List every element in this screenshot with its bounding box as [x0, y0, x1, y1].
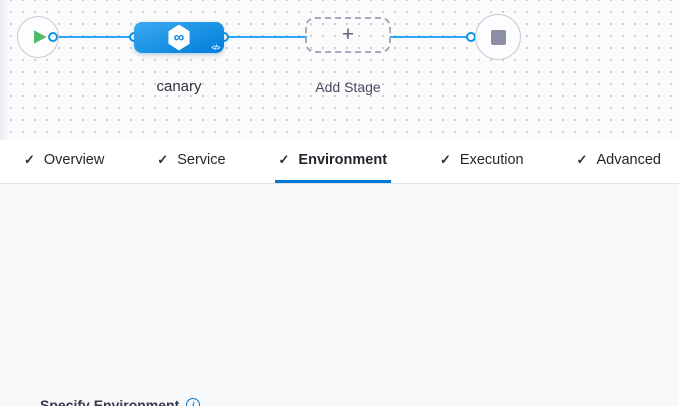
- tab-service[interactable]: ✓ Service: [153, 140, 229, 183]
- check-icon: ✓: [157, 152, 169, 167]
- stage-node-canary[interactable]: ∞ </>: [134, 22, 224, 53]
- tab-label: Service: [177, 152, 226, 168]
- specify-environment-label-row: Specify Environment i: [40, 397, 201, 406]
- pipeline-canvas[interactable]: ∞ </> canary + Add Stage: [0, 0, 679, 140]
- plus-icon: +: [341, 22, 355, 46]
- pipeline-end-node[interactable]: [475, 14, 521, 60]
- check-icon: ✓: [278, 152, 290, 167]
- tab-environment[interactable]: ✓ Environment: [274, 140, 392, 183]
- tab-execution[interactable]: ✓ Execution: [436, 140, 528, 183]
- tab-label: Environment: [298, 152, 388, 168]
- tab-overview[interactable]: ✓ Overview: [20, 140, 108, 183]
- tab-label: Advanced: [596, 152, 661, 168]
- pipeline-connector-line: [222, 36, 307, 38]
- tab-advanced[interactable]: ✓ Advanced: [573, 140, 665, 183]
- tab-label: Execution: [459, 152, 524, 168]
- check-icon: ✓: [440, 152, 451, 167]
- harness-hexagon-icon: ∞: [168, 24, 190, 51]
- stage-node-label: canary: [156, 78, 202, 95]
- stop-icon: [490, 29, 506, 45]
- pipeline-connector-line: [390, 36, 472, 38]
- check-icon: ✓: [576, 152, 588, 167]
- check-icon: ✓: [24, 152, 35, 167]
- info-icon[interactable]: i: [186, 398, 201, 406]
- code-icon: </>: [211, 45, 220, 52]
- specify-environment-label: Specify Environment: [40, 397, 180, 406]
- connector-port: [48, 32, 58, 42]
- pipeline-connector-line: [55, 36, 137, 38]
- environment-tab-panel: Specify Environment i <+input> Σx ‹ Back…: [0, 185, 679, 406]
- canvas-edge-fade: [0, 0, 10, 140]
- add-stage-button[interactable]: +: [305, 17, 391, 53]
- play-icon: [33, 30, 47, 44]
- tab-label: Overview: [43, 152, 105, 168]
- stage-tabbar: ✓ Overview ✓ Service ✓ Environment ✓ Exe…: [0, 140, 679, 184]
- add-stage-label: Add Stage: [315, 79, 381, 95]
